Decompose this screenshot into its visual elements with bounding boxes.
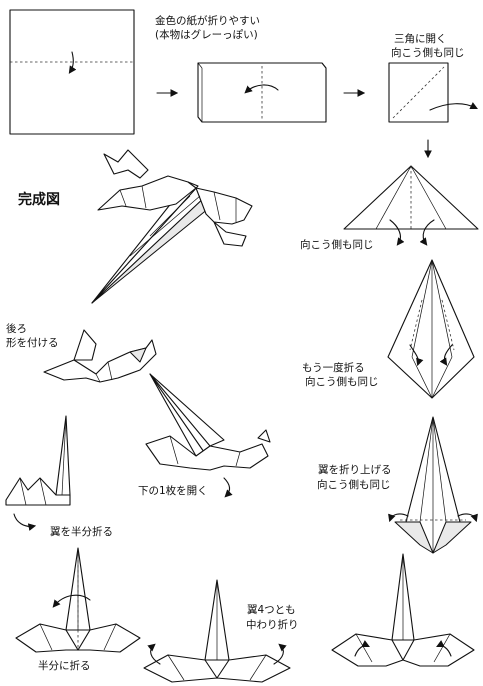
step5-label-line1: もう一度折る [302,362,365,374]
step1-square [9,9,135,135]
step12-rear-shape [43,329,157,383]
step11-label-line2: 形を付ける [6,337,59,349]
step4-label: 向こう側も同じ [300,239,374,251]
step2-note-line2: (本物はグレーっぽい) [155,29,258,41]
step6-label-line2: 向こう側も同じ [317,479,391,491]
step8-inside-reverse [143,579,291,683]
step4-triangle [343,165,479,246]
step11-label-line1: 後ろ [6,323,27,335]
step6-label-line1: 翼を折り上げる [318,464,392,476]
step10-label: 下の1枚を開く [138,485,208,497]
finished-xwing-model [91,149,253,304]
step6-narrow-kite [388,416,478,554]
finished-title: 完成図 [18,192,60,208]
step10-side-view [5,415,71,531]
step9-label: 翼を半分折る [50,526,113,538]
step3-label-line2: 向こう側も同じ [391,47,465,59]
step5-kite [387,259,475,399]
step8-label: 半分に折る [38,660,91,672]
step7-label-line1: 翼4つとも [247,604,296,616]
step5-label-line2: 向こう側も同じ [305,376,379,388]
step9-fold-in-half [15,547,141,653]
step2-rectangle [197,62,327,123]
step3-label-line1: 三角に開く [394,33,447,45]
step11-open-lower [145,373,271,498]
step3-square [388,62,478,123]
step7-label-line2: 中わり折り [246,619,299,631]
step7-wing-base [331,553,475,667]
step2-note-line1: 金色の紙が折りやすい [155,15,260,27]
